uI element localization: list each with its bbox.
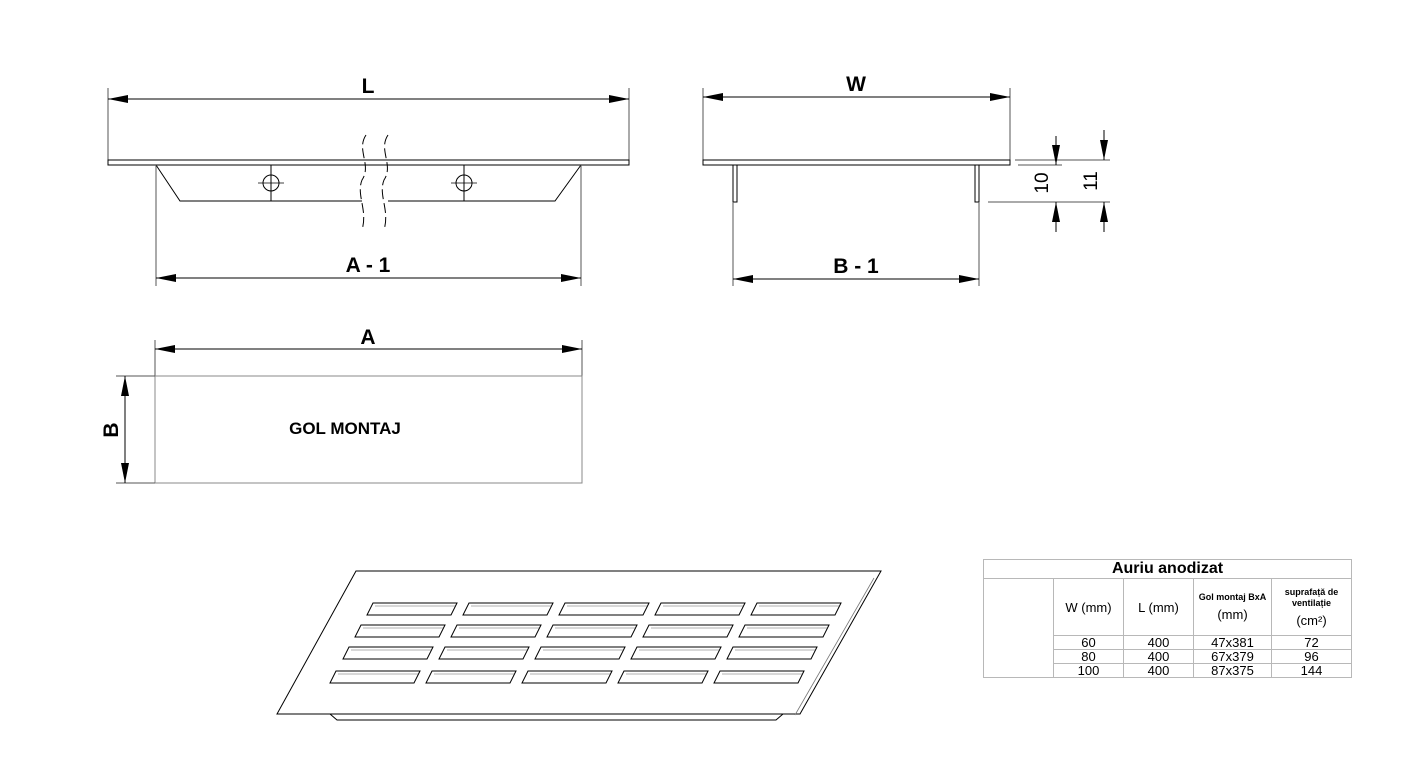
header-gol: Gol montaj BxA (mm) <box>1193 578 1272 636</box>
cell-supr: 72 <box>1271 635 1352 650</box>
grille-plate <box>276 570 882 715</box>
label-A: A <box>360 326 375 349</box>
grille-slot <box>617 670 709 684</box>
grille-slot <box>546 624 638 638</box>
cell-w: 80 <box>1053 649 1124 664</box>
header-w: W (mm) <box>1053 578 1124 636</box>
header-supr-label: suprafață de ventilație <box>1284 586 1339 608</box>
grille-slot <box>366 602 458 616</box>
table-header-row: W (mm) L (mm) Gol montaj BxA (mm) supraf… <box>983 578 1352 636</box>
mounting-hole-rect <box>154 375 583 484</box>
grille-slots <box>329 602 842 684</box>
grille-slot <box>438 646 530 660</box>
cell-supr: 144 <box>1271 663 1352 678</box>
header-gol-unit: (mm) <box>1217 607 1248 622</box>
cell-gol: 47x381 <box>1193 635 1272 650</box>
label-11: 11 <box>1081 171 1102 191</box>
label-A-1: A - 1 <box>346 254 391 277</box>
grille-slot <box>450 624 542 638</box>
grille-slot <box>329 670 421 684</box>
header-supr-unit: (cm²) <box>1296 612 1327 628</box>
grille-slot <box>462 602 554 616</box>
grille-slot <box>425 670 517 684</box>
gol-montaj-label: GOL MONTAJ <box>289 419 401 438</box>
grille-slot <box>534 646 626 660</box>
header-supr: suprafață de ventilație (cm²) <box>1271 578 1352 636</box>
cell-l: 400 <box>1123 649 1194 664</box>
cell-l: 400 <box>1123 635 1194 650</box>
grille-slot <box>738 624 830 638</box>
label-B-1: B - 1 <box>833 255 879 278</box>
grille-slot <box>630 646 722 660</box>
side-flange <box>702 159 1011 166</box>
grille-slot <box>654 602 746 616</box>
front-flange <box>107 159 630 166</box>
label-L: L <box>362 75 375 98</box>
grille-slot <box>342 646 434 660</box>
label-10: 10 <box>1032 172 1053 193</box>
blank-cell <box>983 635 1054 650</box>
table-row: 80 400 67x379 96 <box>983 649 1352 664</box>
break-line <box>359 134 367 231</box>
grille-slot <box>750 602 842 616</box>
grille-slot <box>726 646 818 660</box>
grille-slot <box>558 602 650 616</box>
grille-slot <box>713 670 805 684</box>
label-B: B <box>100 422 123 437</box>
cell-supr: 96 <box>1271 649 1352 664</box>
cell-gol: 87x375 <box>1193 663 1272 678</box>
spec-table: Auriu anodizat W (mm) L (mm) Gol montaj … <box>983 559 1352 678</box>
blank-cell <box>983 578 1054 636</box>
mounting-hole-view: A GOL MONTAJ B <box>100 326 583 484</box>
label-W: W <box>846 73 866 96</box>
cell-w: 60 <box>1053 635 1124 650</box>
header-gol-label: Gol montaj BxA <box>1198 592 1267 602</box>
side-view: W B - 1 10 11 <box>702 73 1110 286</box>
grille-slot <box>642 624 734 638</box>
cell-l: 400 <box>1123 663 1194 678</box>
grille-slot <box>354 624 446 638</box>
blank-cell <box>983 649 1054 664</box>
table-row: 100 400 87x375 144 <box>983 663 1352 678</box>
header-l: L (mm) <box>1123 578 1194 636</box>
cell-gol: 67x379 <box>1193 649 1272 664</box>
table-row: 60 400 47x381 72 <box>983 635 1352 650</box>
table-title: Auriu anodizat <box>983 559 1352 579</box>
front-view: L A - 1 <box>107 75 630 286</box>
cell-w: 100 <box>1053 663 1124 678</box>
grille-illustration <box>276 570 882 721</box>
grille-slot <box>521 670 613 684</box>
blank-cell <box>983 663 1054 678</box>
